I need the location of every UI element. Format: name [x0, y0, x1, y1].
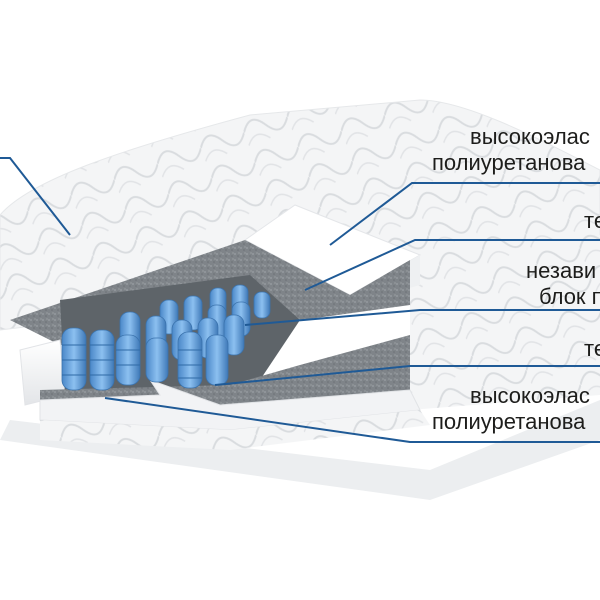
leader-lines [0, 157, 600, 443]
mattress-shadow [0, 400, 600, 500]
label-layer3-line1: незави [526, 258, 597, 283]
label-layer2: те [584, 208, 600, 233]
leader-line-springs [244, 309, 600, 326]
leader-line-felt-bottom [214, 365, 600, 386]
leader-line-felt-top [304, 239, 600, 291]
leader-line-foam-bottom [104, 397, 600, 443]
label-layer1-line1: высокоэлас [470, 124, 590, 149]
spring-coils [61, 284, 271, 391]
leader-line-foam-top [329, 182, 600, 246]
mattress-bottom-cover [40, 410, 430, 450]
felt-layer-bottom [40, 335, 410, 410]
label-layer5-line1: высокоэлас [470, 383, 590, 408]
label-layer5-line2: полиуретанова [432, 409, 586, 434]
label-layer3-line2: блок п [539, 284, 600, 309]
label-layer1-line2: полиуретанова [432, 150, 586, 175]
leader-line-cover [0, 157, 71, 236]
label-layer4: те [584, 336, 600, 361]
